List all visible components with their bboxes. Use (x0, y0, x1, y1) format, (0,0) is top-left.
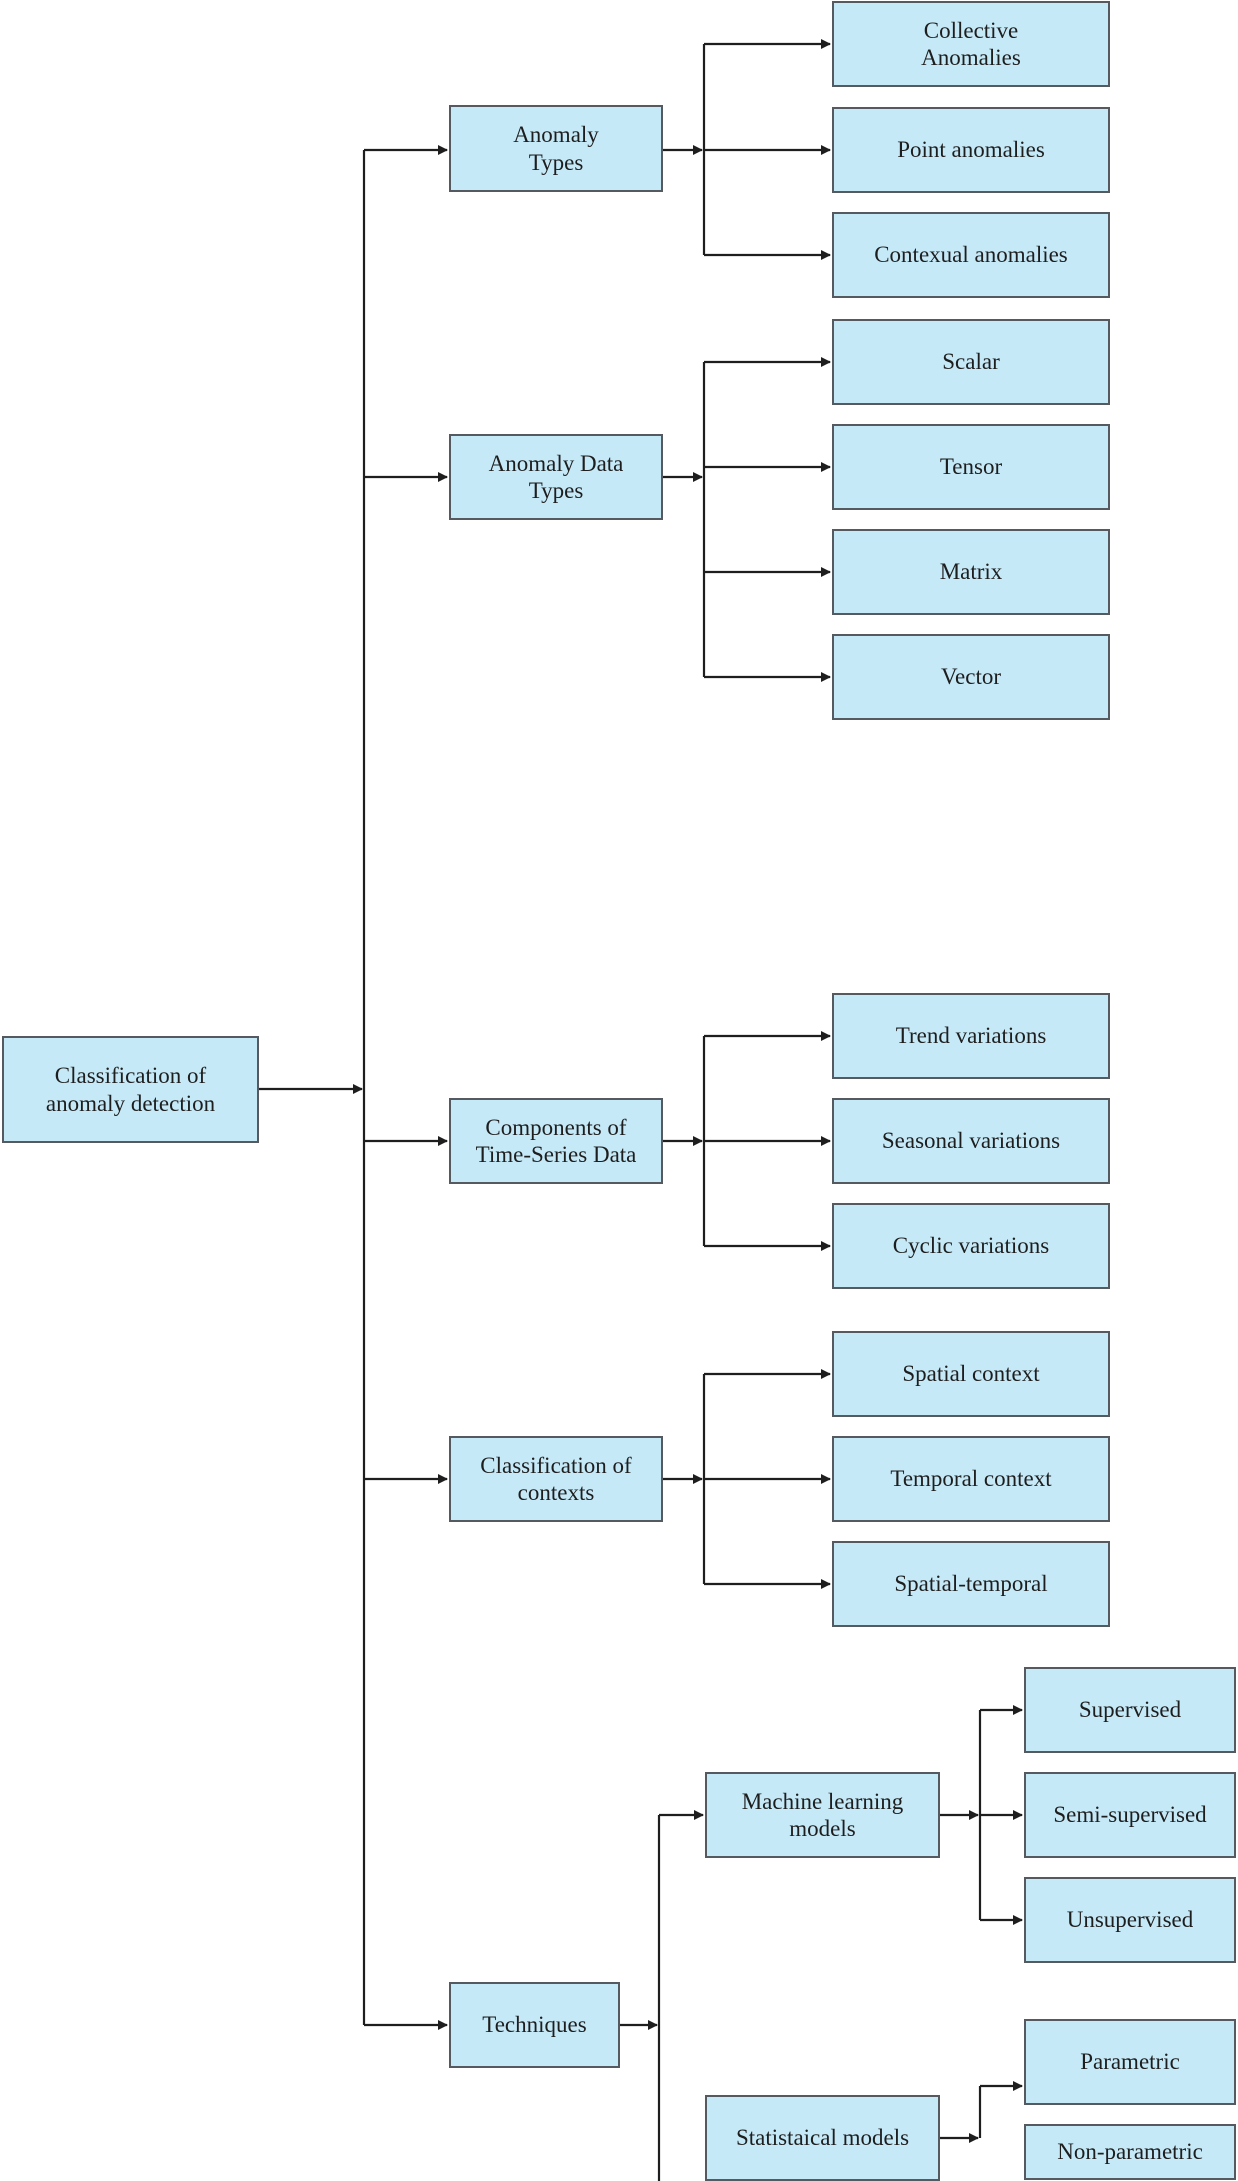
node-tensor: Tensor (832, 424, 1110, 510)
node-tensor-label: Tensor (939, 454, 1003, 480)
node-trend-variations-label: Trend variations (895, 1023, 1047, 1049)
node-components: Components of Time-Series Data (449, 1098, 663, 1184)
node-contexts: Classification of contexts (449, 1436, 663, 1522)
node-techniques: Techniques (449, 1982, 620, 2068)
node-cyclic-variations: Cyclic variations (832, 1203, 1110, 1289)
node-parametric: Parametric (1024, 2019, 1236, 2105)
node-seasonal-variations: Seasonal variations (832, 1098, 1110, 1184)
node-stat-models: Statistaical models (705, 2095, 940, 2181)
node-spatial-context: Spatial context (832, 1331, 1110, 1417)
node-vector-label: Vector (940, 664, 1002, 690)
node-cyclic-variations-label: Cyclic variations (892, 1233, 1050, 1259)
node-scalar: Scalar (832, 319, 1110, 405)
node-ml-models: Machine learning models (705, 1772, 940, 1858)
node-non-parametric: Non-parametric (1024, 2124, 1236, 2180)
node-collective-anomalies-label: Collective Anomalies (921, 17, 1021, 70)
node-matrix-label: Matrix (939, 559, 1003, 585)
node-vector: Vector (832, 634, 1110, 720)
node-seasonal-variations-label: Seasonal variations (881, 1128, 1061, 1154)
node-contextual-anomalies: Contexual anomalies (832, 212, 1110, 298)
node-ml-models-label: Machine learning models (741, 1788, 904, 1841)
node-spatial-temporal: Spatial-temporal (832, 1541, 1110, 1627)
node-techniques-label: Techniques (482, 2012, 587, 2038)
node-semi-supervised-label: Semi-supervised (1053, 1802, 1207, 1828)
node-parametric-label: Parametric (1080, 2049, 1180, 2075)
node-spatial-context-label: Spatial context (902, 1361, 1040, 1387)
node-supervised-label: Supervised (1078, 1697, 1182, 1723)
node-anomaly-types: Anomaly Types (449, 105, 663, 192)
node-matrix: Matrix (832, 529, 1110, 615)
node-contextual-anomalies-label: Contexual anomalies (874, 242, 1068, 268)
node-anomaly-types-label: Anomaly Types (513, 122, 599, 175)
node-scalar-label: Scalar (942, 349, 1000, 375)
node-stat-models-label: Statistaical models (735, 2125, 910, 2151)
node-semi-supervised: Semi-supervised (1024, 1772, 1236, 1858)
node-unsupervised-label: Unsupervised (1066, 1907, 1194, 1933)
node-temporal-context: Temporal context (832, 1436, 1110, 1522)
node-anomaly-data-types-label: Anomaly Data Types (488, 450, 624, 503)
node-non-parametric-label: Non-parametric (1057, 2139, 1203, 2165)
node-contexts-label: Classification of contexts (480, 1452, 632, 1505)
node-temporal-context-label: Temporal context (890, 1466, 1052, 1492)
node-spatial-temporal-label: Spatial-temporal (894, 1571, 1048, 1597)
node-point-anomalies-label: Point anomalies (897, 137, 1045, 163)
node-supervised: Supervised (1024, 1667, 1236, 1753)
node-anomaly-data-types: Anomaly Data Types (449, 434, 663, 520)
node-point-anomalies: Point anomalies (832, 107, 1110, 193)
node-components-label: Components of Time-Series Data (475, 1114, 637, 1167)
node-root: Classification of anomaly detection (2, 1036, 259, 1143)
node-trend-variations: Trend variations (832, 993, 1110, 1079)
node-collective-anomalies: Collective Anomalies (832, 1, 1110, 87)
node-unsupervised: Unsupervised (1024, 1877, 1236, 1963)
node-root-label: Classification of anomaly detection (45, 1063, 216, 1116)
